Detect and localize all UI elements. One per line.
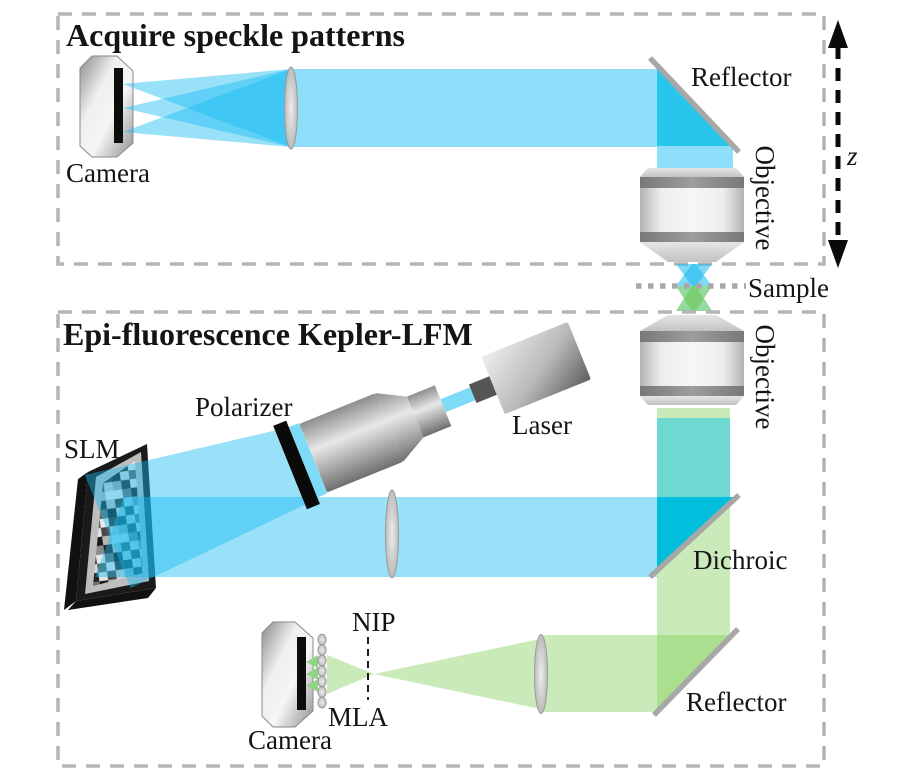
objective-top-icon — [640, 168, 744, 262]
slm-bottom-face — [68, 588, 156, 610]
mla-lenslet — [317, 686, 327, 698]
camera-top-sensor — [114, 68, 123, 143]
beam-laser-thin — [440, 386, 478, 413]
objective-top-ring2 — [640, 232, 744, 242]
dichroic-mirror-icon — [648, 492, 741, 580]
objective-bottom-cap — [640, 396, 744, 405]
objective-top-cap — [640, 168, 744, 177]
mla-cone-3 — [306, 679, 318, 692]
camera-bottom-icon — [261, 621, 314, 728]
dichroic-label: Dichroic — [693, 545, 787, 575]
beam-cone-top-2 — [123, 69, 291, 147]
objective-top-nose — [640, 242, 744, 262]
beam-cone-top-1 — [123, 69, 291, 147]
objective-bottom-barrel — [640, 342, 744, 386]
beam-expander-block-icon — [407, 385, 452, 438]
objective-bottom-ring2 — [640, 386, 744, 396]
objective-top-ring — [640, 177, 744, 188]
z-axis-arrowhead-up — [828, 20, 848, 48]
mla-label: MLA — [328, 702, 389, 732]
mla-lenslet — [317, 654, 327, 667]
sample-beam-blue-2 — [676, 264, 712, 286]
mla-cone-2 — [306, 667, 318, 680]
objective-bottom-nose — [640, 315, 744, 331]
objective-bottom-icon — [640, 315, 744, 405]
camera-top-body — [79, 55, 134, 158]
camera-bottom-sensor — [297, 637, 306, 710]
objective-bottom-label: Objective — [750, 325, 780, 430]
beam-polarizer-to-slm — [84, 430, 306, 589]
mla-lenslet — [317, 644, 327, 656]
camera-top-icon — [79, 55, 134, 158]
laser-label: Laser — [512, 410, 572, 440]
slm-screen-pattern — [93, 461, 143, 586]
nip-label: NIP — [352, 607, 396, 637]
z-axis-arrowhead-down — [828, 240, 848, 268]
mla-lenslet — [317, 675, 327, 688]
tube-lens-green-icon — [534, 634, 548, 714]
beam-horizontal-top — [293, 69, 734, 147]
objective-bottom-ring — [640, 331, 744, 342]
relay-lens-blue-icon — [385, 489, 399, 579]
beam-cone-top-3 — [123, 69, 291, 147]
reflector-top-mirror-icon — [648, 56, 741, 154]
beam-horizontal-excitation — [95, 497, 657, 577]
tube-lens-top-icon — [284, 66, 298, 150]
laser-body-icon — [482, 322, 591, 414]
mla-icon — [317, 633, 327, 709]
camera-top-label: Camera — [66, 158, 150, 188]
polarizer-label: Polarizer — [195, 392, 292, 422]
speckle-panel-border — [56, 12, 826, 266]
beam-green-horizontal — [540, 635, 733, 712]
reflector-bottom-mirror-icon — [652, 627, 740, 717]
sample-label: Sample — [748, 273, 829, 303]
kepler-panel-title: Epi-fluorescence Kepler-LFM — [63, 316, 473, 352]
mla-lenslet — [317, 633, 327, 646]
beam-expander-body-icon — [299, 393, 403, 492]
reflector-top-label: Reflector — [691, 62, 791, 92]
sample-beam-green-2 — [676, 286, 712, 311]
slm-icon — [64, 444, 156, 610]
kepler-panel-border — [56, 310, 826, 768]
camera-bottom-label: Camera — [248, 725, 332, 755]
mla-lenslet — [317, 665, 327, 677]
beam-green-converging — [374, 639, 540, 709]
sample-focus-beams — [676, 264, 712, 311]
reflector-bottom-label: Reflector — [686, 687, 786, 717]
mla-cone-1 — [306, 655, 318, 668]
objective-top-label: Objective — [750, 146, 780, 251]
objective-top-barrel — [640, 188, 744, 232]
beam-gap-segment — [288, 422, 328, 498]
laser-nozzle-icon — [468, 376, 497, 404]
z-axis-arrow: z — [828, 20, 858, 268]
polarizer-icon — [273, 420, 320, 510]
beam-expander-taper-icon — [375, 393, 424, 462]
laser-assembly — [84, 322, 591, 589]
speckle-panel-title: Acquire speckle patterns — [66, 17, 405, 53]
slm-side-face — [64, 472, 88, 610]
beam-green-diverging — [327, 655, 374, 694]
mla-lenslet — [317, 696, 327, 709]
slm-label: SLM — [64, 434, 120, 464]
z-axis-label: z — [846, 141, 858, 171]
